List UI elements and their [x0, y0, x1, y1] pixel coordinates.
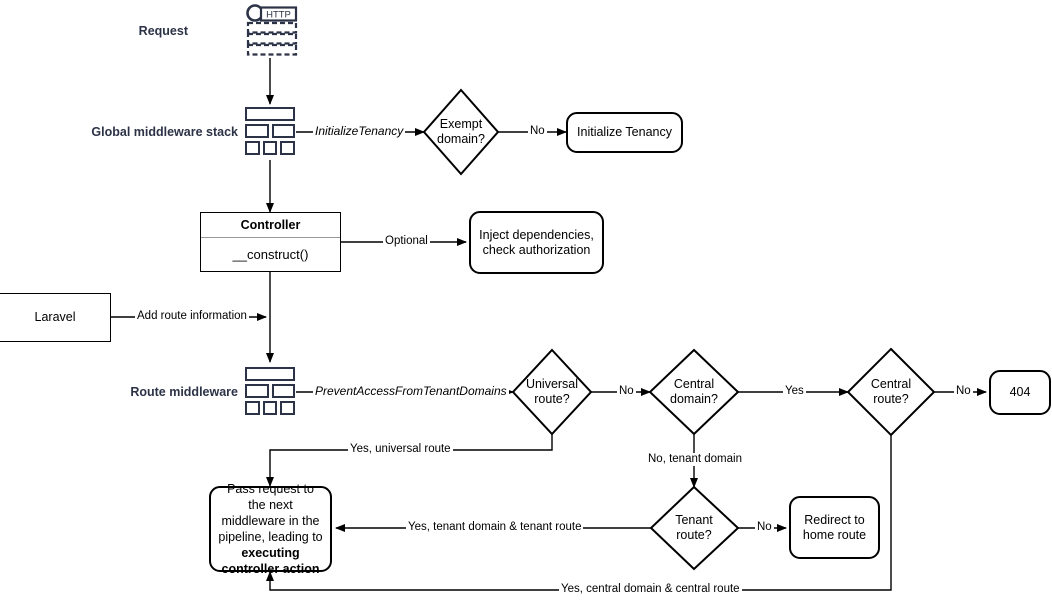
node-controller-body: __construct()	[232, 247, 309, 262]
stack-row-2	[245, 124, 295, 138]
node-404: 404	[989, 370, 1051, 415]
label-global-middleware-stack: Global middleware stack	[91, 125, 238, 139]
decision-exempt-domain	[422, 88, 500, 176]
node-redirect-home-route-line1: Redirect to	[804, 512, 865, 527]
decision-universal-route-label: Universal route?	[502, 377, 602, 407]
decision-tenant-route-line2: route?	[676, 528, 712, 542]
route-middleware-stack-icon	[245, 367, 295, 418]
decision-exempt-domain-line2: domain?	[437, 132, 485, 146]
stack-cell	[245, 384, 269, 398]
decision-central-domain-line1: Central	[673, 377, 715, 391]
edge-universal-route-yes-to-pass-request	[266, 434, 553, 487]
node-laravel: Laravel	[0, 293, 111, 342]
stack-cell	[245, 124, 269, 138]
stack-row-1	[245, 107, 295, 121]
edge-label-yes-universal-route: Yes, universal route	[348, 443, 453, 456]
edge-label-exempt-no: No	[528, 125, 547, 138]
stack-cell	[245, 367, 295, 381]
node-pass-request-plain: Pass request to the next middleware in t…	[218, 482, 323, 544]
decision-tenant-route-line1: Tenant	[675, 513, 713, 527]
node-redirect-home-route: Redirect to home route	[789, 496, 880, 559]
stack-cell	[271, 124, 295, 138]
stack-row-3	[245, 141, 295, 155]
stack-cell	[262, 141, 278, 155]
stack-row-1	[245, 367, 295, 381]
node-pass-request-emphasis: executing controller action	[221, 546, 320, 576]
stack-cell	[245, 107, 295, 121]
edge-label-central-domain-yes: Yes	[783, 385, 806, 398]
node-inject-dependencies-line2: check authorization	[482, 242, 591, 257]
edge-label-prevent-access: PreventAccessFromTenantDomains	[313, 384, 509, 398]
http-request-icon: HTTP	[246, 4, 298, 61]
decision-exempt-domain-line1: Exempt	[439, 117, 483, 131]
decision-universal-route-line1: Universal	[525, 377, 579, 391]
decision-tenant-route	[649, 485, 740, 571]
label-request: Request	[138, 24, 188, 38]
edge-label-add-route-information: Add route information	[135, 310, 249, 323]
node-initialize-tenancy: Initialize Tenancy	[566, 112, 683, 153]
stack-row-3	[245, 401, 295, 415]
edge-label-yes-central-domain-central-route: Yes, central domain & central route	[559, 583, 742, 596]
decision-exempt-domain-label: Exempt domain?	[411, 117, 511, 147]
edge-label-yes-tenant-domain-tenant-route: Yes, tenant domain & tenant route	[406, 521, 584, 534]
http-icon-text: HTTP	[266, 10, 291, 21]
decision-central-route	[846, 347, 936, 437]
stack-cell	[245, 141, 260, 155]
edge-label-optional: Optional	[383, 235, 430, 248]
decision-central-route-label: Central route?	[841, 377, 941, 407]
stack-row-2	[245, 384, 295, 398]
decision-central-domain	[648, 348, 740, 436]
node-pass-request: Pass request to the next middleware in t…	[209, 482, 332, 576]
edge-label-universal-no: No	[617, 385, 636, 398]
decision-tenant-route-label: Tenant route?	[644, 513, 744, 543]
node-redirect-home-route-line2: home route	[802, 527, 867, 542]
stack-cell	[280, 141, 295, 155]
node-controller-title: Controller	[201, 213, 340, 238]
edge-label-initialize-tenancy: InitializeTenancy	[313, 124, 406, 138]
decision-central-domain-label: Central domain?	[644, 377, 744, 407]
label-route-middleware: Route middleware	[130, 385, 238, 399]
node-controller: Controller __construct()	[200, 212, 341, 272]
node-pass-request-text: Pass request to the next middleware in t…	[217, 481, 324, 577]
decision-central-route-line1: Central	[870, 377, 912, 391]
node-inject-dependencies-line1: Inject dependencies,	[479, 227, 594, 242]
stack-cell	[280, 401, 295, 415]
edge-label-no-tenant-domain: No, tenant domain	[646, 453, 744, 466]
global-middleware-stack-icon	[245, 107, 295, 158]
stack-cell	[262, 401, 278, 415]
edge-label-central-route-no: No	[954, 385, 973, 398]
decision-central-domain-line2: domain?	[670, 392, 718, 406]
stack-cell	[245, 401, 260, 415]
node-inject-dependencies: Inject dependencies, check authorization	[469, 211, 604, 274]
decision-universal-route	[511, 348, 593, 436]
decision-universal-route-line2: route?	[534, 392, 570, 406]
edge-label-tenant-route-no: No	[755, 521, 774, 534]
stack-cell	[271, 384, 295, 398]
decision-central-route-line2: route?	[873, 392, 909, 406]
